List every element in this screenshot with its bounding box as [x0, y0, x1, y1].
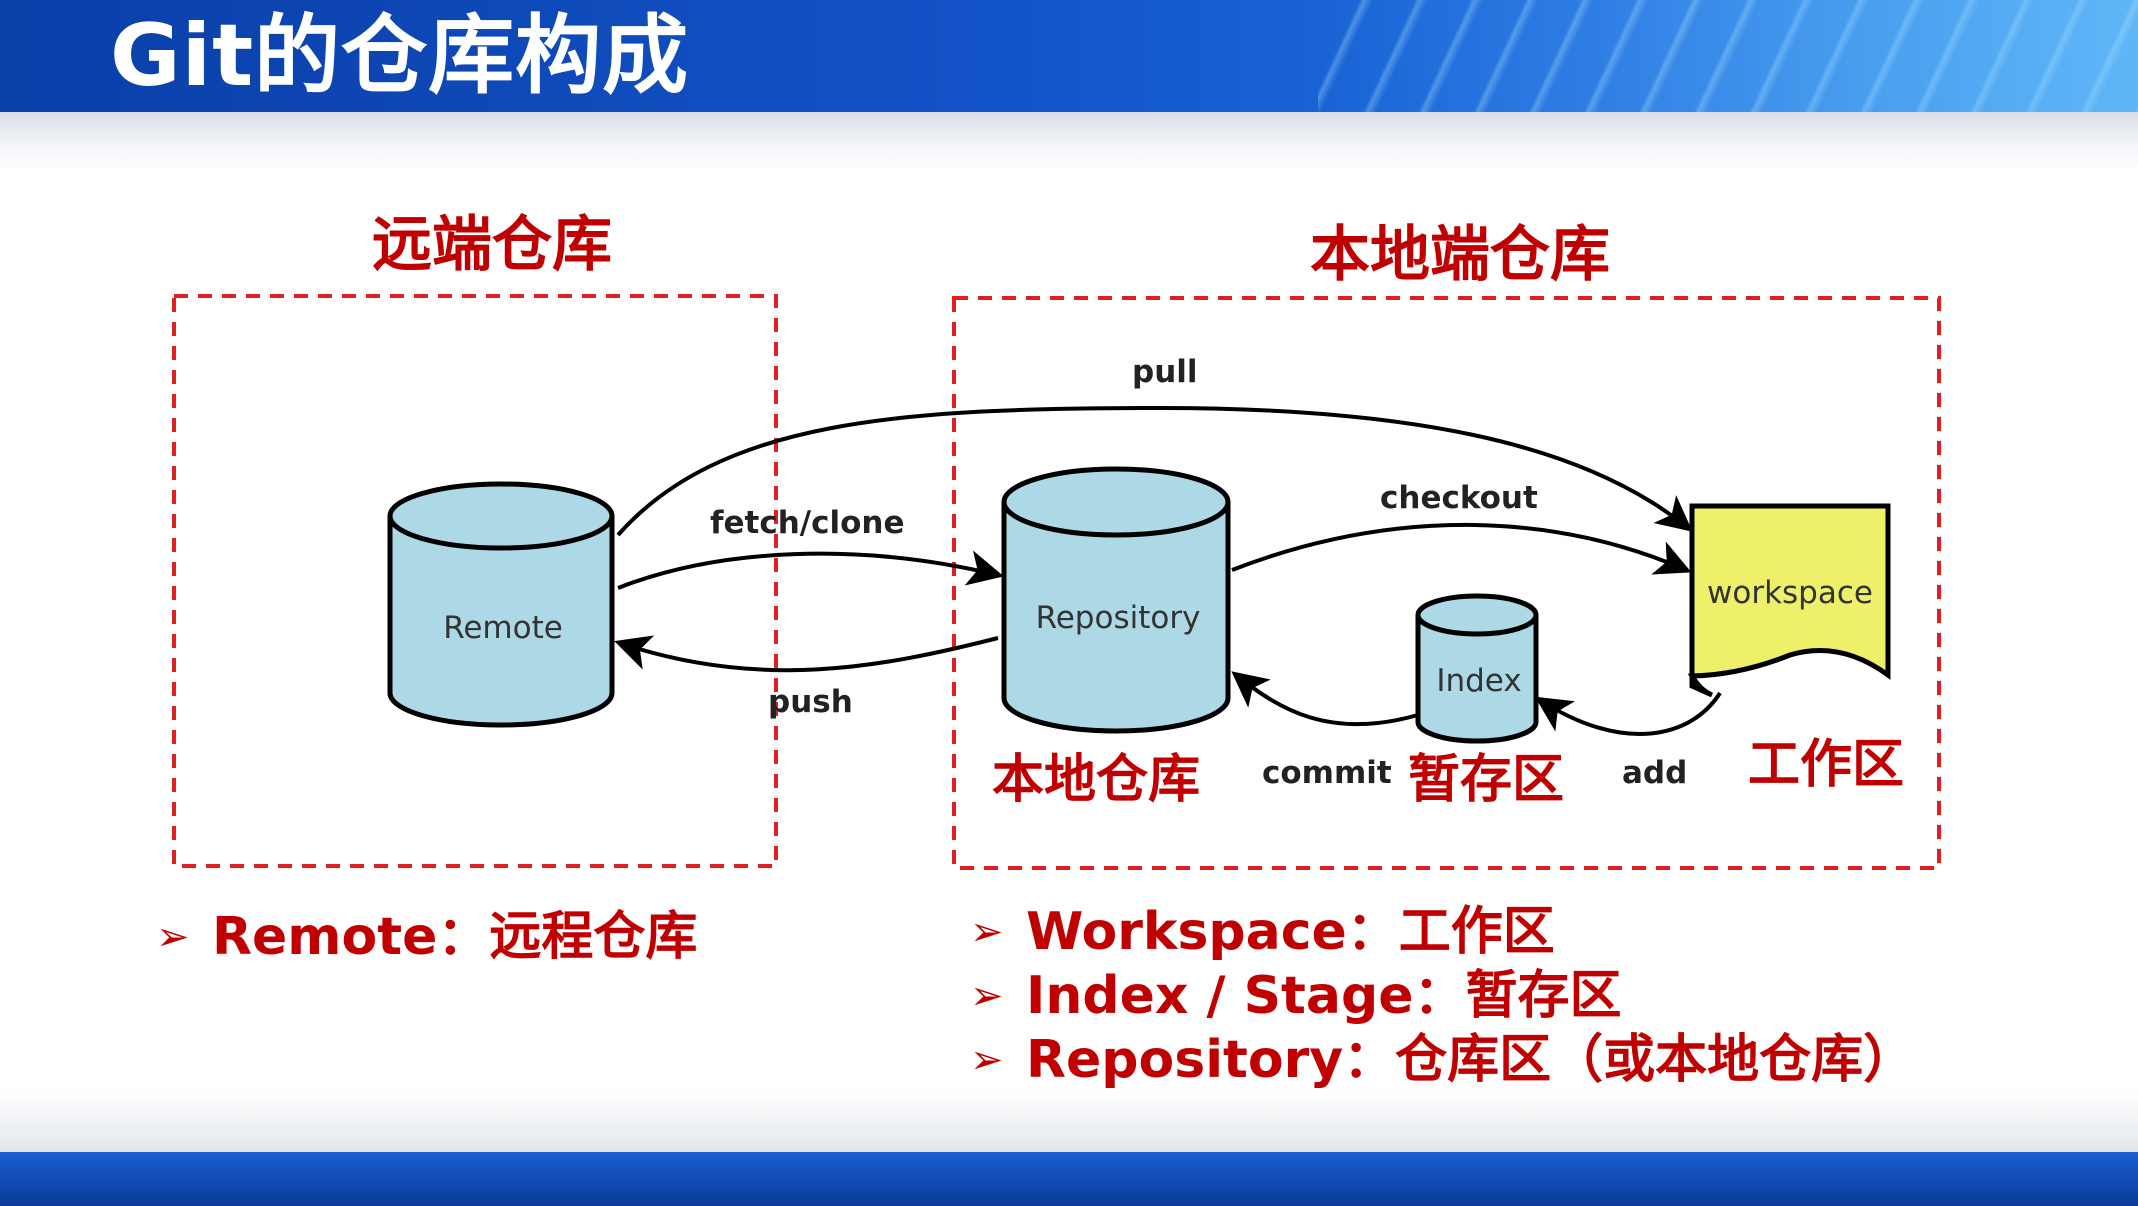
bullet-text: Remote：远程仓库	[212, 907, 698, 967]
footer-fade	[0, 1090, 2138, 1152]
index-node-label: Index	[1436, 663, 1521, 699]
bullet-arrow-icon: ➢	[970, 909, 1004, 955]
header-shadow	[0, 112, 2138, 172]
work-area-cn-label: 工作区	[1748, 735, 1904, 795]
bullet-text: Index / Stage：暂存区	[1026, 966, 1622, 1026]
pull-label: pull	[1132, 354, 1198, 390]
title-bar: Git的仓库构成	[0, 0, 2138, 112]
bullet-arrow-icon: ➢	[970, 1037, 1004, 1083]
checkout-arrow	[1231, 523, 1692, 575]
repository-node-label: Repository	[1036, 600, 1201, 636]
local-bullet-list: ➢ Workspace：工作区 ➢ Index / Stage：暂存区 ➢ Re…	[970, 900, 1915, 1092]
page-title: Git的仓库构成	[110, 6, 690, 106]
workspace-document: workspace	[1687, 503, 1891, 698]
commit-label: commit	[1262, 755, 1392, 791]
fetch-clone-label: fetch/clone	[710, 505, 905, 541]
add-label: add	[1622, 755, 1687, 791]
remote-cylinder: Remote	[387, 481, 615, 728]
remote-node-label: Remote	[443, 610, 563, 646]
remote-section-heading: 远端仓库	[372, 210, 612, 280]
bullet-text: Repository：仓库区（或本地仓库）	[1026, 1030, 1916, 1090]
bullet-remote: ➢ Remote：远程仓库	[156, 905, 697, 969]
bullet-repository: ➢ Repository：仓库区（或本地仓库）	[970, 1028, 1915, 1092]
checkout-label: checkout	[1380, 480, 1538, 516]
index-cylinder: Index	[1415, 593, 1539, 744]
repository-cylinder: Repository	[1001, 466, 1231, 734]
bullet-arrow-icon: ➢	[156, 914, 190, 960]
bullet-arrow-icon: ➢	[970, 973, 1004, 1019]
local-region-box	[952, 296, 1941, 870]
local-section-heading: 本地端仓库	[1310, 220, 1610, 290]
remote-region-box	[172, 294, 778, 868]
push-arrow	[614, 635, 999, 673]
pull-arrow	[616, 405, 1693, 537]
bullet-workspace: ➢ Workspace：工作区	[970, 900, 1915, 964]
push-label: push	[768, 684, 853, 720]
remote-bullet-list: ➢ Remote：远程仓库	[156, 905, 697, 969]
add-arrow	[1534, 691, 1722, 736]
bullet-index-stage: ➢ Index / Stage：暂存区	[970, 964, 1915, 1028]
local-repo-cn-label: 本地仓库	[992, 750, 1200, 810]
bullet-text: Workspace：工作区	[1026, 902, 1555, 962]
fetch-clone-arrow	[617, 550, 1004, 590]
commit-arrow	[1231, 671, 1419, 727]
header-decoration	[1318, 0, 2138, 112]
footer-bar	[0, 1152, 2138, 1206]
staging-cn-label: 暂存区	[1408, 750, 1564, 810]
workspace-node-label: workspace	[1707, 575, 1873, 611]
